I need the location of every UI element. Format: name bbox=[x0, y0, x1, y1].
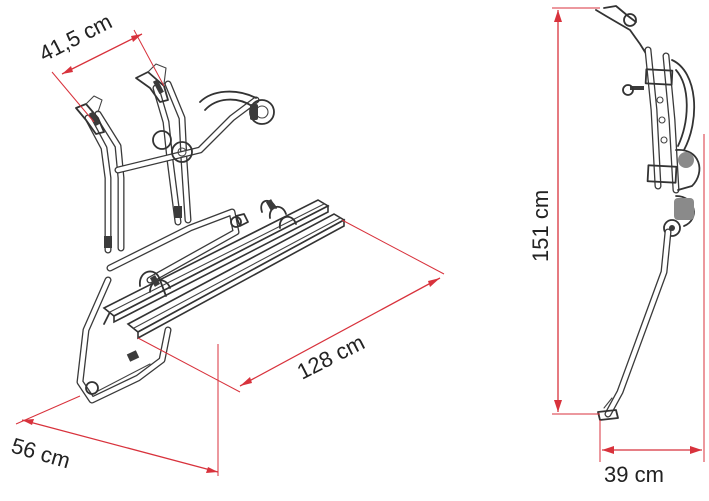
carrier-side-view bbox=[595, 5, 701, 421]
carrier-isometric-view bbox=[75, 63, 346, 404]
wheel-rail-front bbox=[102, 199, 330, 324]
left-upright-tube bbox=[84, 110, 125, 254]
width-label: 41,5 cm bbox=[35, 9, 116, 67]
left-top-hook bbox=[75, 95, 105, 135]
wheel-holders bbox=[139, 199, 297, 297]
side-top-hook bbox=[595, 9, 651, 61]
height-label: 151 cm bbox=[528, 190, 553, 262]
side-arm bbox=[622, 59, 695, 151]
side-vertical-plate bbox=[644, 46, 680, 194]
dimension-height-151: 151 cm bbox=[528, 7, 600, 415]
side-support-tube bbox=[597, 228, 672, 421]
upright-clamps bbox=[104, 130, 193, 248]
side-clamp-assembly bbox=[663, 149, 701, 237]
upper-crossbar bbox=[114, 90, 275, 174]
dimension-side-depth-39: 39 cm bbox=[599, 134, 705, 487]
right-upright-tube bbox=[152, 80, 192, 226]
depth-label: 56 cm bbox=[9, 433, 73, 474]
dimension-width-415: 41,5 cm bbox=[35, 9, 165, 123]
right-top-hook bbox=[135, 63, 169, 103]
side-depth-label: 39 cm bbox=[604, 462, 664, 487]
rear-clamp-bar bbox=[230, 213, 249, 228]
wheel-rail-rear bbox=[126, 213, 346, 340]
base-frame bbox=[76, 208, 240, 404]
